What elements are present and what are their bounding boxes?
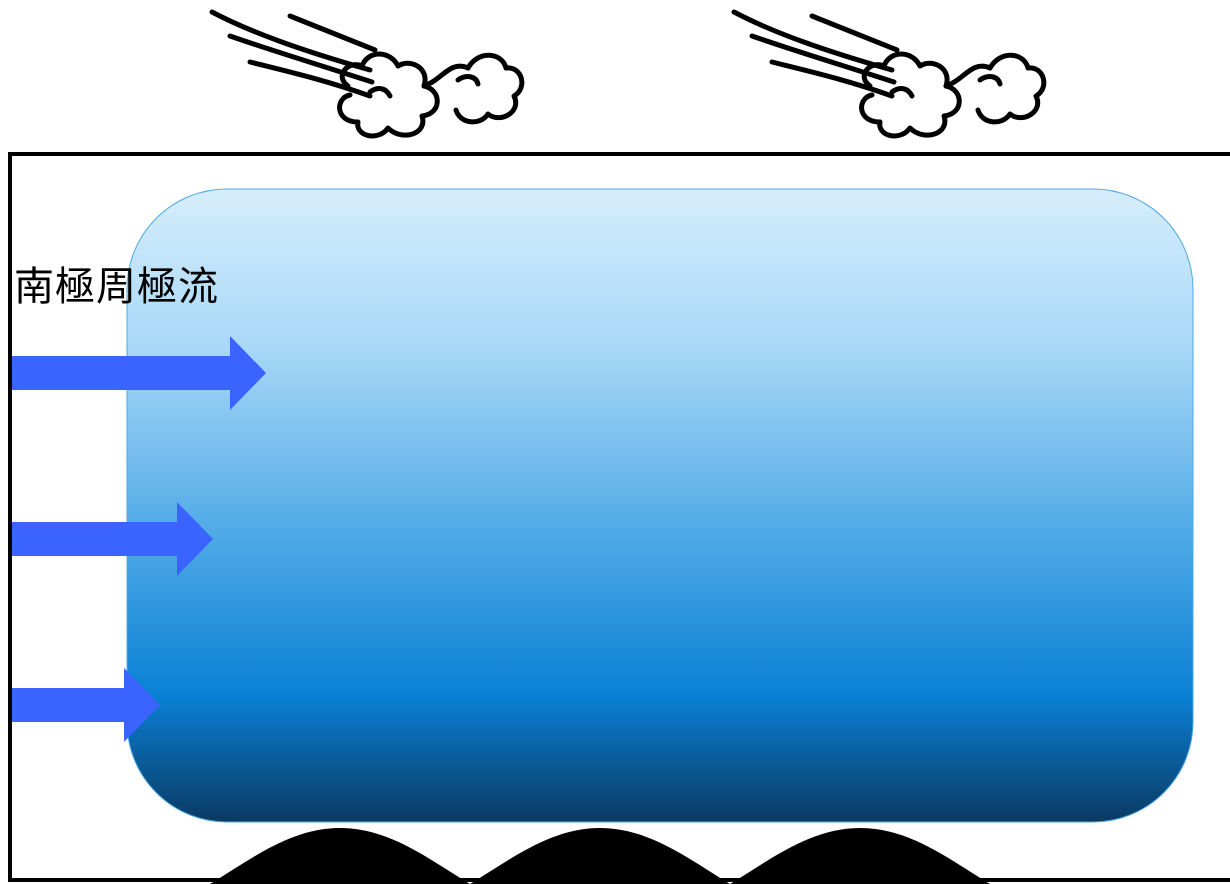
wind-cloud-icon	[212, 12, 522, 136]
current-label: 南極周極流	[14, 263, 219, 311]
seafloor-waves	[210, 828, 990, 884]
water-body	[127, 189, 1193, 822]
right-arrow-icon	[12, 502, 213, 576]
wind-cloud-icon	[734, 12, 1044, 136]
